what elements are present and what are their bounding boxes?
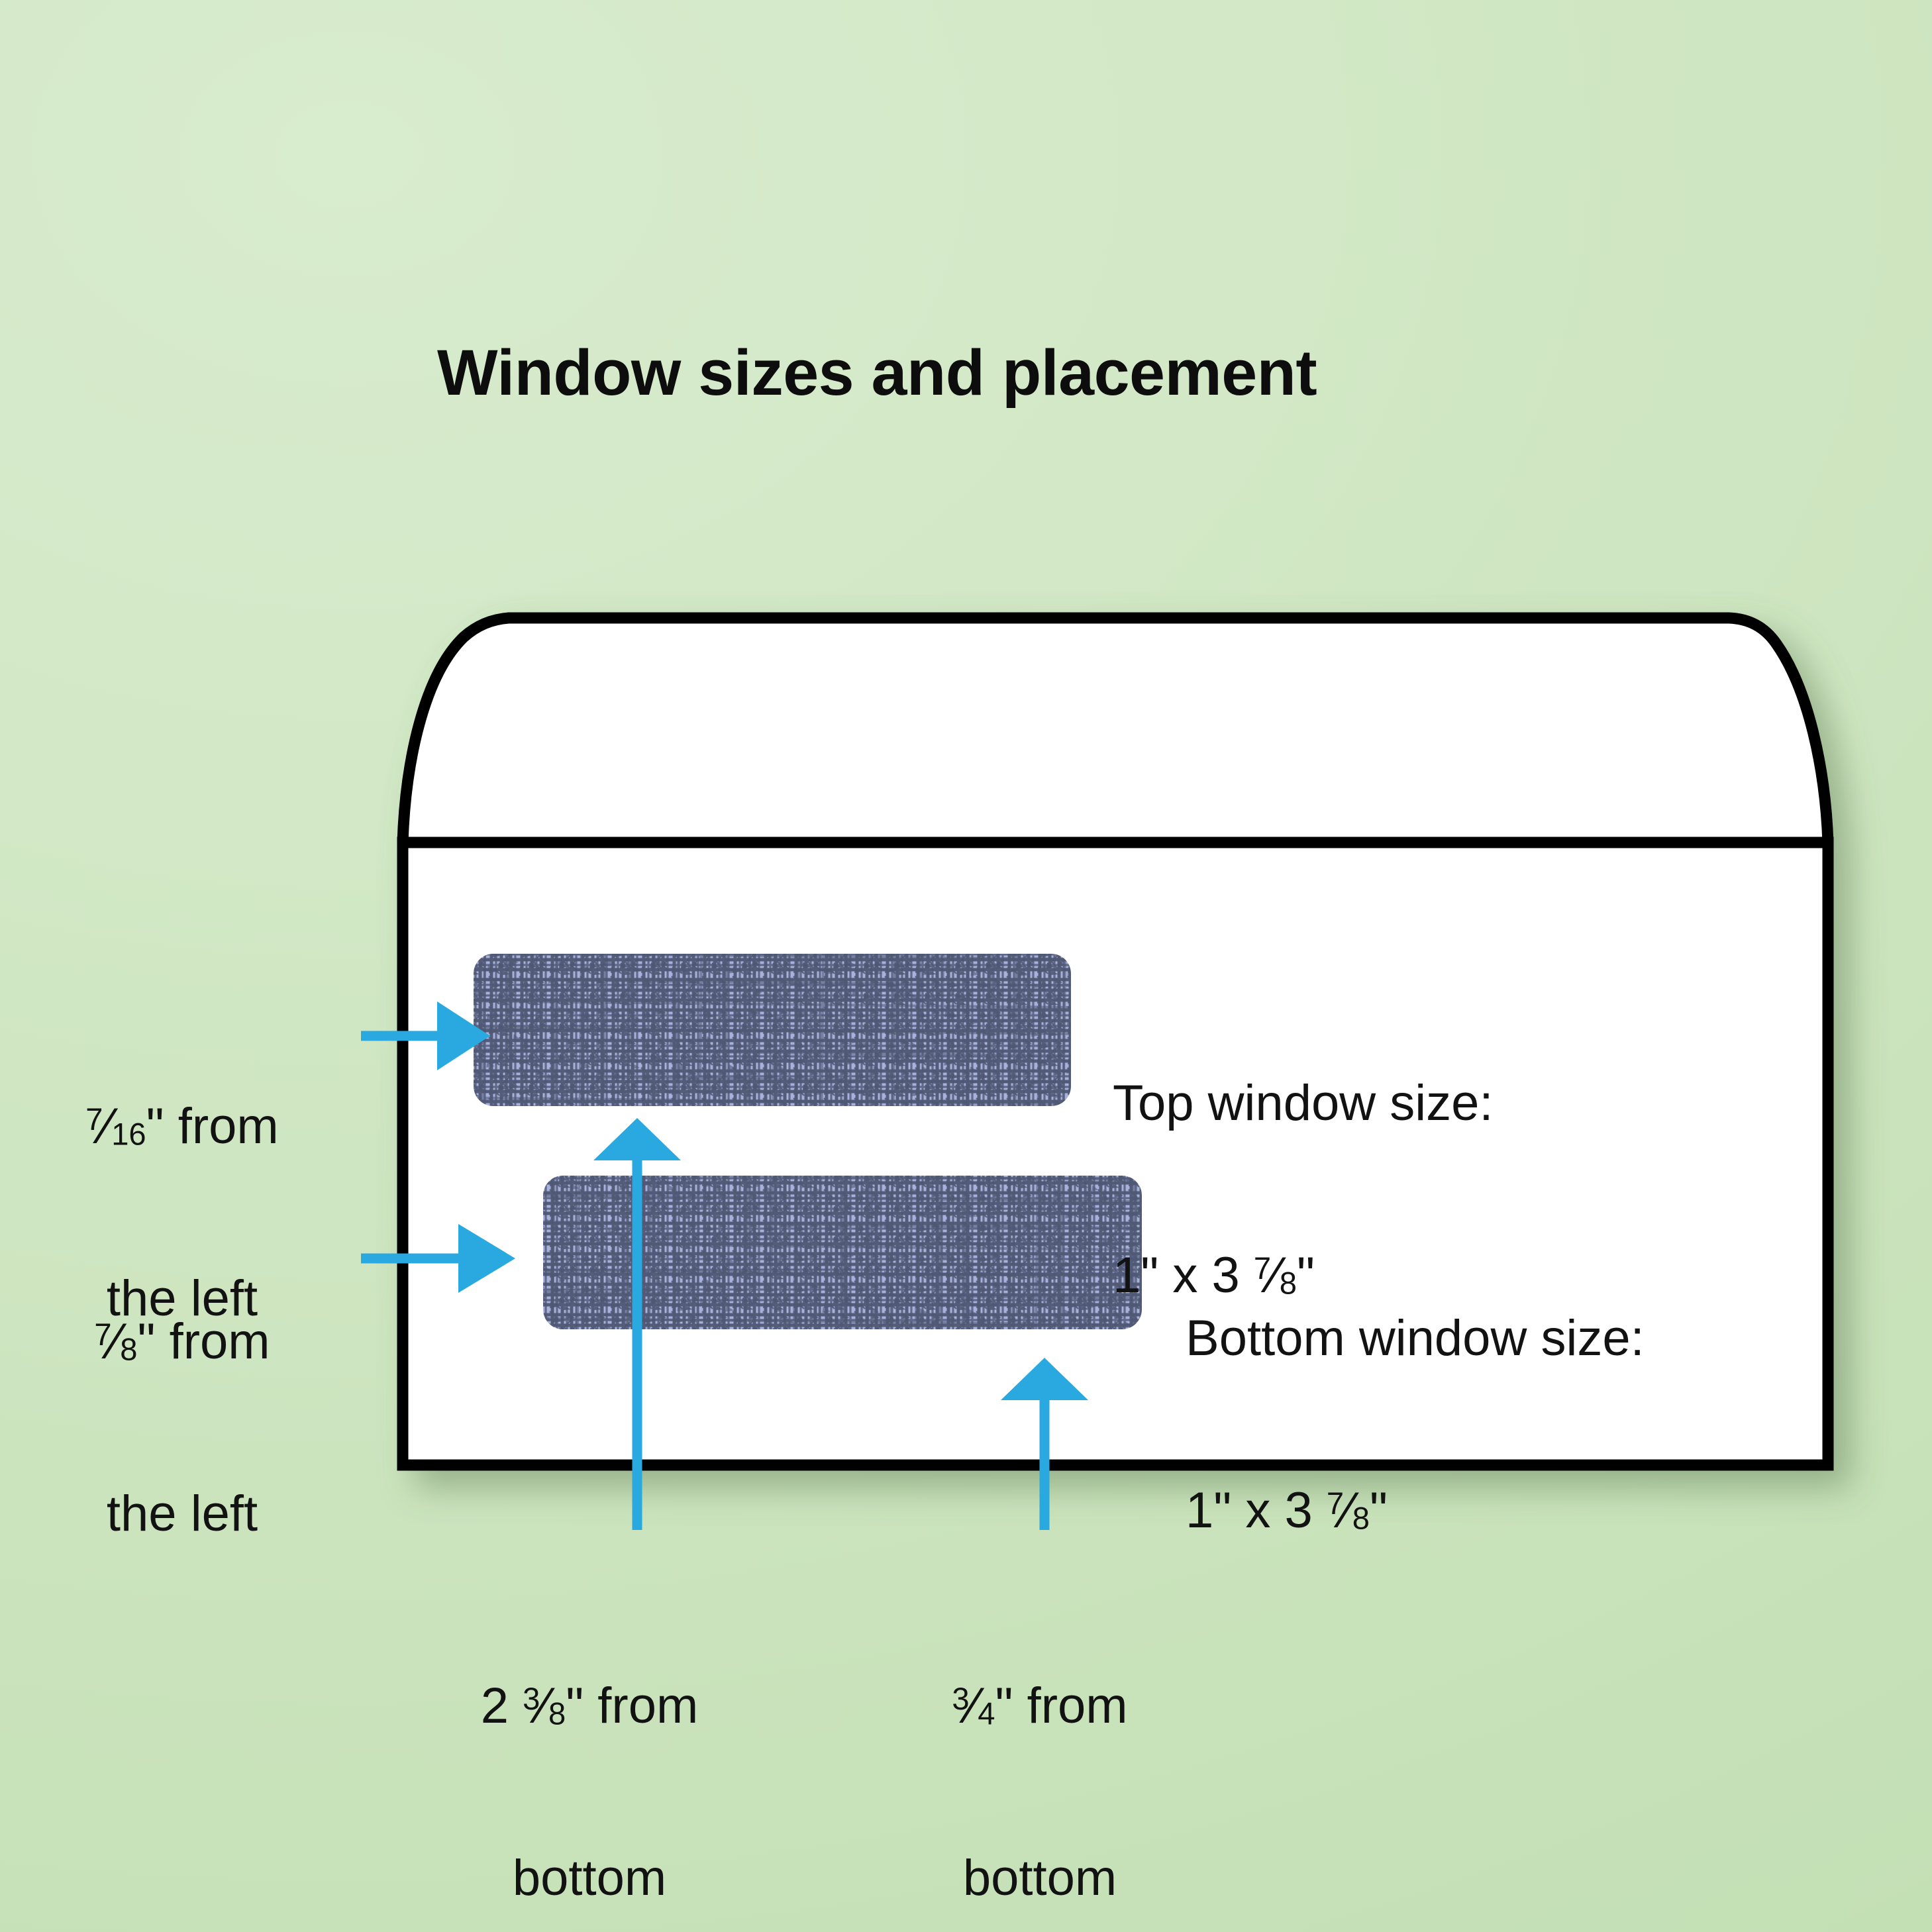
callout-line: the left <box>106 1270 258 1327</box>
callout-line: bottom <box>512 1850 667 1907</box>
callout-bottom-window-size: Bottom window size: 1" x 3 7⁄8" <box>1186 1195 1645 1654</box>
arrow-top-left-offset <box>361 1001 490 1070</box>
callout-line: the left <box>106 1486 258 1543</box>
callout-line: Top window size: <box>1113 1075 1494 1132</box>
arrow-bottom-window-from-bottom <box>1001 1358 1088 1530</box>
page-title: Window sizes and placement <box>437 336 1317 409</box>
callout-line: 2 3⁄8" from <box>480 1678 699 1735</box>
envelope-flap <box>397 612 1834 848</box>
callout-bottom-window-left-offset: 7⁄8" from the left <box>26 1199 338 1658</box>
callout-top-window-from-bottom: 2 3⁄8" from bottom <box>411 1563 768 1932</box>
callout-line: 1" x 3 7⁄8" <box>1186 1482 1388 1539</box>
top-window <box>474 954 1071 1106</box>
callout-top-window-left-offset: 7⁄16" from the left <box>26 984 338 1443</box>
callout-line: Bottom window size: <box>1186 1310 1645 1367</box>
callout-bottom-window-from-bottom: 3⁄4" from bottom <box>874 1563 1205 1932</box>
callout-line: 7⁄16" from <box>85 1098 279 1155</box>
bottom-window <box>543 1176 1142 1329</box>
callout-line: bottom <box>962 1850 1117 1907</box>
arrow-bottom-left-offset <box>361 1224 515 1293</box>
callout-top-window-size: Top window size: 1" x 3 7⁄8" <box>1113 960 1494 1419</box>
callout-line: 1" x 3 7⁄8" <box>1113 1247 1315 1304</box>
arrow-top-window-from-bottom <box>593 1118 681 1530</box>
callout-line: 3⁄4" from <box>952 1678 1128 1735</box>
callout-line: 7⁄8" from <box>94 1313 270 1370</box>
